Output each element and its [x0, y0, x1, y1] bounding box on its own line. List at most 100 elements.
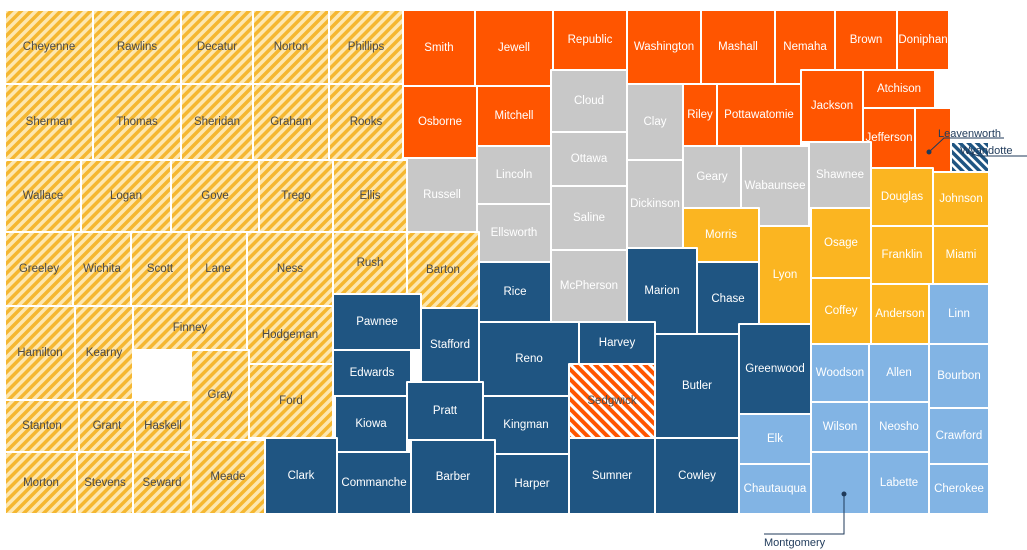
county-haskell	[134, 399, 192, 453]
county-graham	[252, 83, 330, 161]
county-label-rooks: Rooks	[350, 116, 383, 128]
county-label-kearny: Kearny	[86, 347, 123, 359]
county-lincoln	[476, 145, 552, 205]
county-cheyenne	[4, 9, 94, 85]
county-label-nemaha: Nemaha	[783, 41, 827, 53]
county-label-sheridan: Sheridan	[194, 116, 240, 128]
county-label-ellsworth: Ellsworth	[491, 227, 538, 239]
county-label-stanton: Stanton	[22, 420, 62, 432]
county-ford	[248, 363, 334, 439]
county-rawlins	[92, 9, 182, 85]
county-mcpherson	[550, 249, 628, 323]
county-douglas	[870, 167, 934, 227]
county-sherman	[4, 83, 94, 161]
county-label-franklin: Franklin	[882, 249, 923, 261]
county-butler	[654, 333, 740, 439]
county-label-kingman: Kingman	[503, 419, 548, 431]
county-label-gove: Gove	[201, 190, 229, 202]
county-label-smith: Smith	[424, 42, 453, 54]
county-label-labette: Labette	[880, 477, 918, 489]
county-label-brown: Brown	[850, 34, 883, 46]
county-johnson	[932, 171, 990, 227]
county-label-thomas: Thomas	[116, 116, 158, 128]
county-label-clark: Clark	[288, 470, 315, 482]
county-kiowa	[334, 395, 408, 453]
county-barber	[410, 439, 496, 515]
county-label-haskell: Haskell	[144, 420, 182, 432]
wyandotte-callout: Wyandotte	[960, 145, 1027, 157]
county-label-barton: Barton	[426, 264, 460, 276]
leavenworth-callout: Leavenworth	[926, 128, 1004, 155]
county-rooks	[328, 83, 404, 161]
county-woodson	[810, 343, 870, 403]
county-label-sedgwick: Sedgwick	[587, 395, 636, 407]
county-label-douglas: Douglas	[881, 191, 923, 203]
county-label-shawnee: Shawnee	[816, 169, 864, 181]
county-bourbon	[928, 343, 990, 409]
county-label-morris: Morris	[705, 229, 737, 241]
county-label-osborne: Osborne	[418, 116, 462, 128]
county-label-miami: Miami	[946, 249, 977, 261]
county-label-jackson: Jackson	[811, 100, 853, 112]
county-greenwood	[738, 323, 812, 415]
county-cloud	[550, 69, 628, 133]
county-label-wallace: Wallace	[23, 190, 63, 202]
county-label-atchison: Atchison	[877, 83, 921, 95]
county-seward	[132, 451, 192, 515]
county-label-lyon: Lyon	[773, 269, 798, 281]
county-ottawa	[550, 131, 628, 187]
county-stevens	[76, 451, 134, 515]
county-label-johnson: Johnson	[939, 193, 982, 205]
county-cherokee	[928, 463, 990, 515]
county-label-woodson: Woodson	[816, 367, 864, 379]
county-label-mcpherson: McPherson	[560, 280, 618, 292]
county-crawford	[928, 407, 990, 465]
county-label-anderson: Anderson	[875, 308, 924, 320]
county-saline	[550, 185, 628, 251]
county-label-gray: Gray	[208, 389, 233, 401]
county-label-pottawatomie: Pottawatomie	[724, 109, 794, 121]
county-stanton	[4, 399, 80, 453]
county-label-washington: Washington	[634, 41, 694, 53]
county-label-greenwood: Greenwood	[745, 363, 804, 375]
county-chautauqua	[738, 463, 812, 515]
county-sumner	[568, 437, 656, 515]
county-label-chautauqua: Chautauqua	[744, 483, 807, 495]
county-label-morton: Morton	[23, 477, 59, 489]
county-label-jewell: Jewell	[498, 42, 530, 54]
county-label-ottawa: Ottawa	[571, 153, 608, 165]
county-label-pratt: Pratt	[433, 405, 458, 417]
county-label-kiowa: Kiowa	[355, 418, 387, 430]
county-label-mitchell: Mitchell	[495, 110, 534, 122]
county-label-crawford: Crawford	[936, 430, 983, 442]
county-label-barber: Barber	[436, 471, 471, 483]
county-label-wilson: Wilson	[823, 421, 858, 433]
county-label-coffey: Coffey	[824, 305, 857, 317]
county-label-phillips: Phillips	[348, 41, 385, 53]
county-osage	[810, 207, 872, 279]
county-kingman	[482, 395, 570, 455]
county-label-norton: Norton	[274, 41, 309, 53]
county-harvey	[578, 321, 656, 365]
county-wilson	[810, 401, 870, 453]
county-ness	[246, 231, 334, 307]
county-linn	[928, 283, 990, 345]
county-label-logan: Logan	[110, 190, 142, 202]
county-labette	[868, 451, 930, 515]
county-label-elk: Elk	[767, 433, 783, 445]
county-label-neosho: Neosho	[879, 421, 919, 433]
county-label-commanche: Commanche	[341, 477, 406, 489]
county-logan	[80, 159, 172, 233]
county-meade	[190, 439, 266, 515]
county-hodgeman	[246, 305, 334, 365]
county-label-decatur: Decatur	[197, 41, 237, 53]
county-label-jefferson: Jefferson	[865, 132, 912, 144]
county-finney	[132, 305, 248, 351]
wyandotte-callout-label: Wyandotte	[960, 145, 1013, 157]
leavenworth-callout-label: Leavenworth	[938, 128, 1001, 140]
county-label-ellis: Ellis	[359, 190, 380, 202]
county-lane	[188, 231, 248, 307]
county-label-pawnee: Pawnee	[356, 316, 398, 328]
county-label-linn: Linn	[948, 308, 970, 320]
